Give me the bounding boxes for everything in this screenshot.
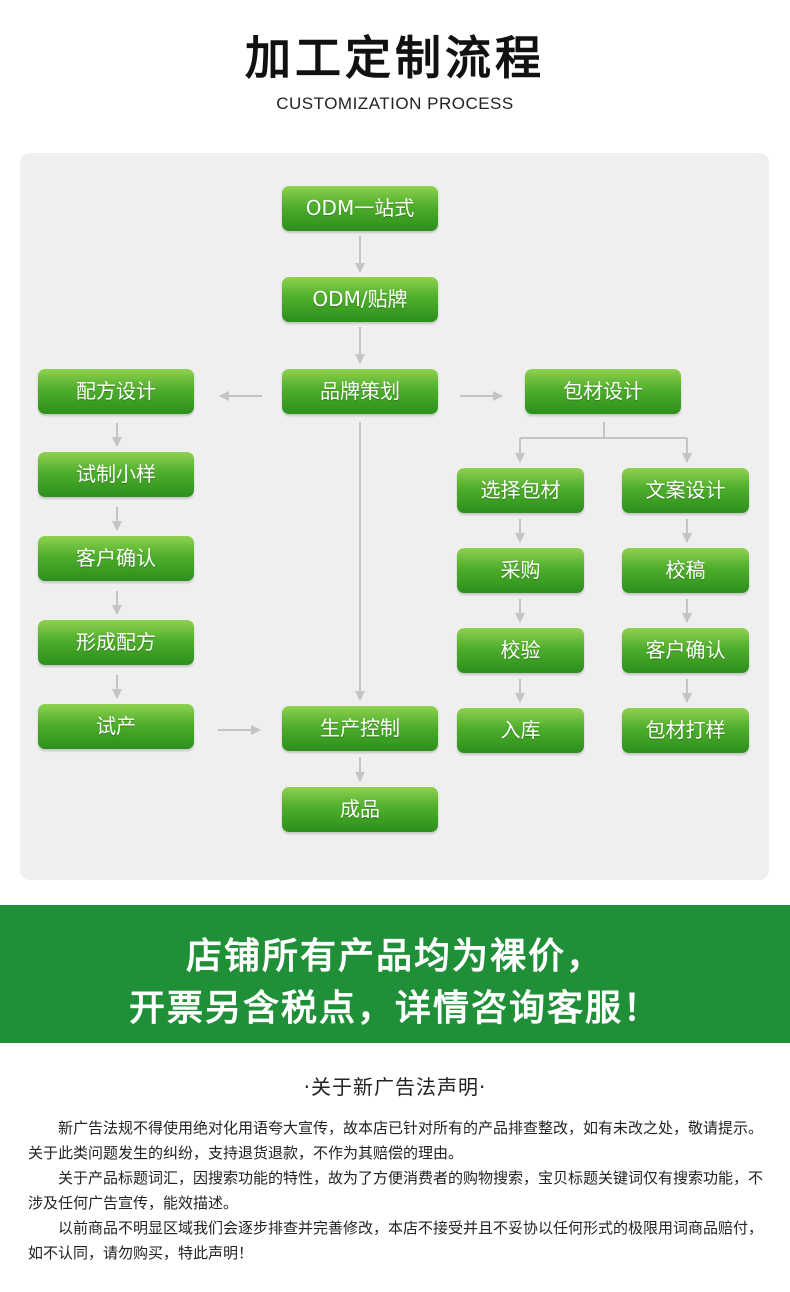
node-formula-design: 配方设计	[38, 369, 194, 414]
node-purchase: 采购	[457, 548, 584, 593]
page-title: 加工定制流程	[245, 31, 545, 85]
notice-paragraph: 以前商品不明显区域我们会逐步排查并完善修改，本店不接受并且不妥协以任何形式的极限…	[28, 1219, 764, 1262]
node-proofreading: 校稿	[622, 548, 749, 593]
node-packaging-sample: 包材打样	[622, 708, 749, 753]
banner-line-2: 开票另含税点，详情咨询客服！	[128, 988, 661, 1029]
flow-panel	[20, 153, 769, 880]
notice-title: ·关于新广告法声明·	[303, 1075, 487, 1099]
node-inspection: 校验	[457, 628, 584, 673]
node-odm-one-stop: ODM一站式	[282, 186, 438, 231]
node-copywriting-design: 文案设计	[622, 468, 749, 513]
notice-paragraph: 关于产品标题词汇，因搜索功能的特性，故为了方便消费者的购物搜索，宝贝标题关键词仅…	[28, 1169, 764, 1212]
node-trial-production: 试产	[38, 704, 194, 749]
price-banner: 店铺所有产品均为裸价， 开票另含税点，详情咨询客服！	[0, 905, 790, 1043]
node-warehousing: 入库	[457, 708, 584, 753]
node-finished-product: 成品	[282, 787, 438, 832]
page-subtitle: CUSTOMIZATION PROCESS	[276, 94, 514, 113]
node-select-packaging: 选择包材	[457, 468, 584, 513]
banner-line-1: 店铺所有产品均为裸价，	[185, 936, 604, 977]
node-trial-sample: 试制小样	[38, 452, 194, 497]
node-brand-planning: 品牌策划	[282, 369, 438, 414]
node-form-formula: 形成配方	[38, 620, 194, 665]
notice-paragraph: 新广告法规不得使用绝对化用语夸大宣传，故本店已针对所有的产品排查整改，如有未改之…	[28, 1119, 764, 1162]
notice-body: 新广告法规不得使用绝对化用语夸大宣传，故本店已针对所有的产品排查整改，如有未改之…	[28, 1116, 766, 1266]
node-customer-confirm-right: 客户确认	[622, 628, 749, 673]
node-packaging-design: 包材设计	[525, 369, 681, 414]
node-production-control: 生产控制	[282, 706, 438, 751]
node-odm-label: ODM/贴牌	[282, 277, 438, 322]
node-customer-confirm-left: 客户确认	[38, 536, 194, 581]
